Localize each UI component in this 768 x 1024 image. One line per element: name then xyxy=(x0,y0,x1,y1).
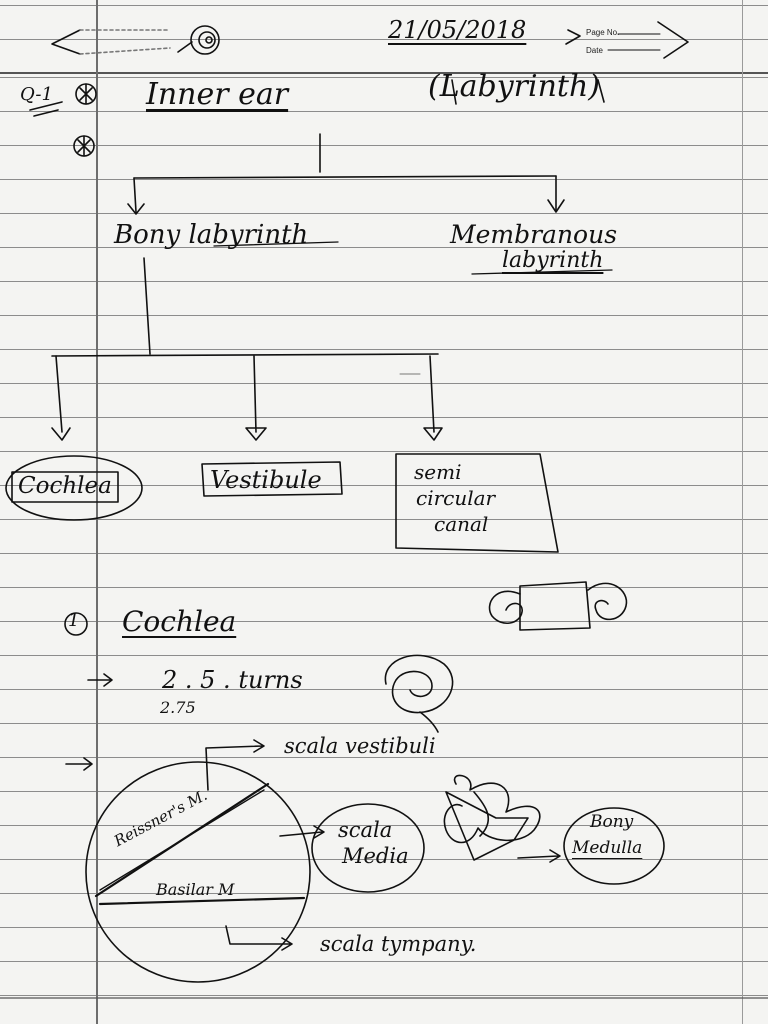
semicircular-arrow xyxy=(424,428,442,440)
cochlea-ellipse xyxy=(6,456,142,520)
star-icon xyxy=(80,84,92,104)
section-number-circle xyxy=(65,613,87,635)
tree-level2-bar xyxy=(52,354,438,356)
bony-labyrinth-underline xyxy=(214,242,338,246)
scala-tympani-pointer xyxy=(226,926,292,950)
question-underline xyxy=(30,102,62,116)
bony-stem xyxy=(144,258,150,354)
bullet-arrow-1 xyxy=(88,674,112,686)
header-dotted-line-2 xyxy=(80,48,170,54)
cochlea-sketch-left-coil xyxy=(490,591,523,623)
tree-level1-bar xyxy=(134,176,556,178)
cochlea-cross-section xyxy=(86,762,310,982)
header-right-bracket xyxy=(658,22,688,58)
membranous-underline xyxy=(472,270,612,274)
scala-vestibuli-pointer xyxy=(206,740,264,790)
cochlea-sketch-rect xyxy=(520,582,590,630)
cochlea-box xyxy=(12,472,118,502)
semicircular-box xyxy=(396,454,558,552)
header-spiral-inner xyxy=(206,37,212,43)
bullet-arrow-2 xyxy=(66,758,92,770)
header-spiral-tail xyxy=(178,42,192,52)
basilar-membrane xyxy=(100,898,304,904)
star-icon-2 xyxy=(78,136,90,156)
subtitle-bracket-right xyxy=(598,80,604,102)
scala-media-circle xyxy=(312,804,424,892)
bony-medulla-circle xyxy=(564,808,664,884)
cochlea-sketch-right-coil xyxy=(588,583,626,619)
vestibule-box xyxy=(202,462,342,496)
bony-medulla-pointer xyxy=(518,850,560,862)
scribble-doodle xyxy=(444,775,539,860)
header-left-bracket xyxy=(52,30,80,54)
subtitle-bracket-left xyxy=(452,80,456,104)
page-box-left-mark xyxy=(566,30,580,44)
cochlea-arrow xyxy=(52,428,70,440)
spiral-doodle xyxy=(385,655,452,732)
